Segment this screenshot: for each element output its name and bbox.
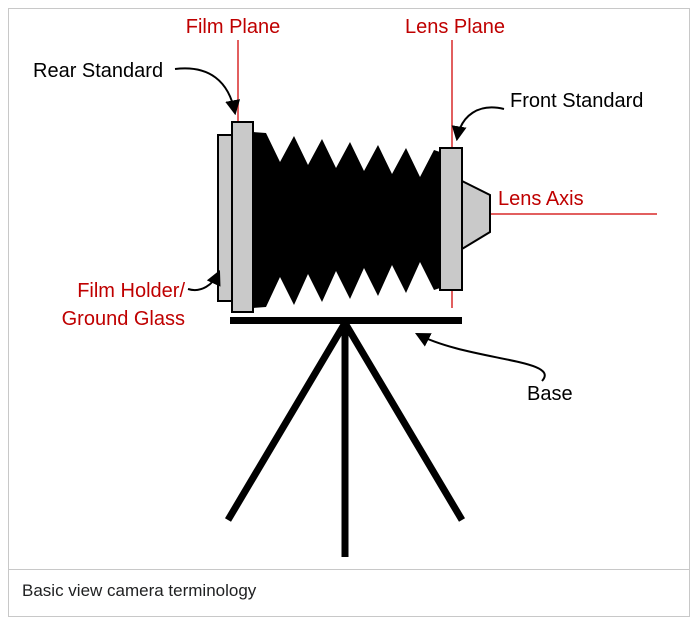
figure-frame: Film Plane Lens Plane Rear Standard Fron…	[8, 8, 690, 617]
front-standard-arrow	[451, 106, 505, 142]
film-holder-label-line2: Ground Glass	[62, 308, 185, 330]
diagram-svg: Film Plane Lens Plane Rear Standard Fron…	[33, 16, 657, 557]
figure-caption: Basic view camera terminology	[9, 569, 689, 616]
front-standard-label: Front Standard	[510, 90, 643, 112]
film-plane-label: Film Plane	[186, 16, 280, 38]
tripod-leg-right	[341, 321, 466, 522]
lens-cone-shape	[461, 179, 491, 251]
base-bar	[230, 317, 462, 324]
rear-standard-shape	[231, 121, 254, 313]
tripod-leg-left	[224, 321, 349, 522]
film-holder-arrow	[187, 269, 221, 291]
bellows-shape	[253, 132, 440, 308]
base-arrow	[415, 332, 546, 382]
lens-axis-label: Lens Axis	[498, 188, 584, 210]
rear-standard-label: Rear Standard	[33, 60, 163, 82]
film-holder-ground-glass-shape	[217, 134, 233, 302]
rear-standard-arrow	[174, 67, 241, 116]
lens-plane-label: Lens Plane	[405, 16, 505, 38]
front-standard-shape	[439, 147, 463, 291]
base-label: Base	[527, 383, 573, 405]
film-holder-label-line1: Film Holder/	[77, 280, 185, 302]
view-camera-diagram: Film Plane Lens Plane Rear Standard Fron…	[9, 9, 689, 569]
